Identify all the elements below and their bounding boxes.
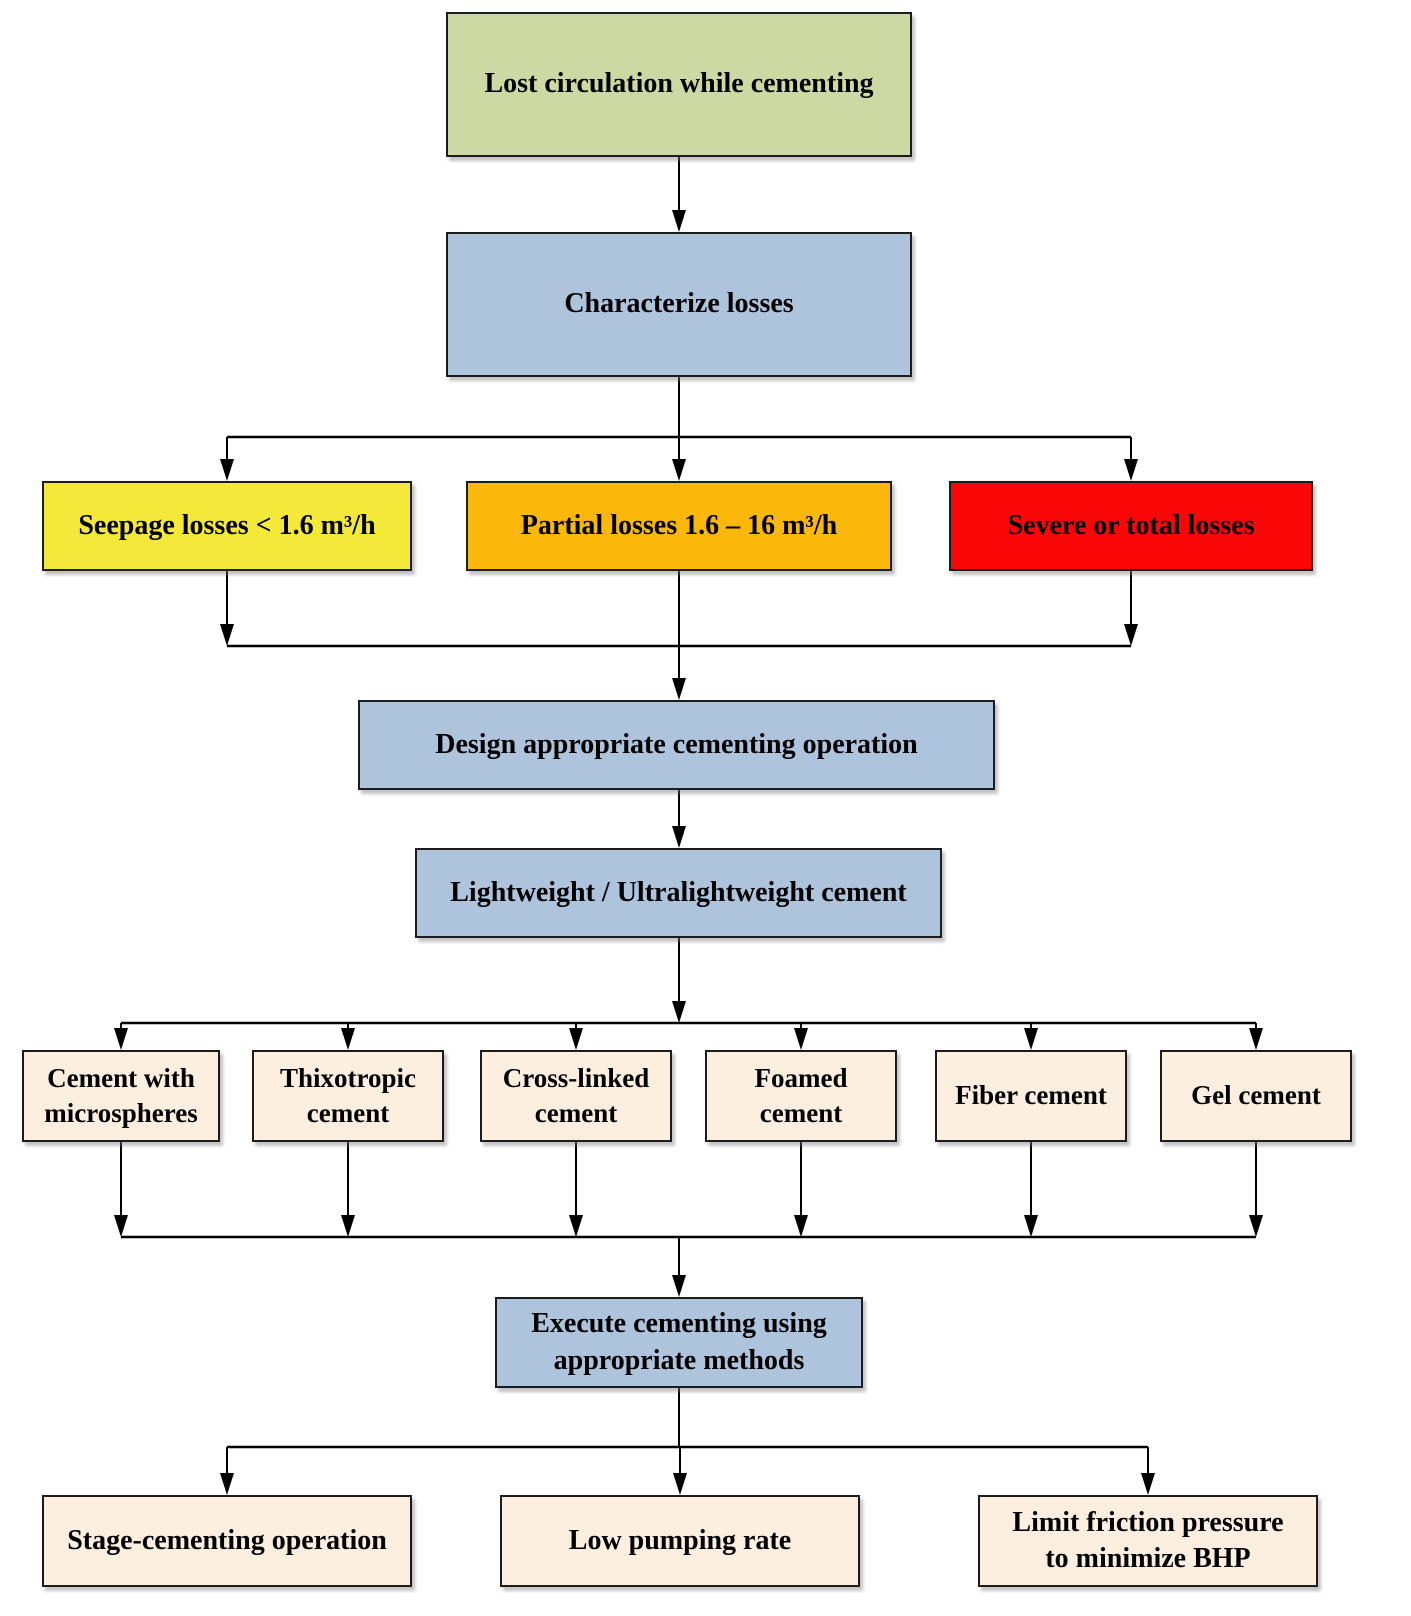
node-low-pumping-rate-label: Low pumping rate [568, 1524, 792, 1556]
node-stage-cementing-label: Stage-cementing operation [67, 1524, 387, 1556]
node-fiber-cement-label: Fiber cement [955, 1080, 1107, 1111]
node-design-operation: Design appropriate cementing operation [358, 700, 995, 790]
branch-characterize-to-loss-types [220, 377, 1138, 481]
node-design-operation-label: Design appropriate cementing operation [435, 728, 918, 760]
edge-start-characterize [672, 157, 686, 232]
node-foamed-cement: Foamed cement [705, 1050, 897, 1142]
node-stage-cementing: Stage-cementing operation [42, 1495, 412, 1587]
node-lost-circulation: Lost circulation while cementing [446, 12, 912, 157]
merge-cement-types-to-execute [114, 1142, 1263, 1297]
node-gel-cement-label: Gel cement [1191, 1080, 1321, 1111]
node-foamed-cement-label: Foamed cement [754, 1062, 848, 1128]
node-thixotropic-cement: Thixotropic cement [252, 1050, 444, 1142]
node-limit-friction-pressure-label: Limit friction pressure to minimize BHP [1012, 1506, 1284, 1574]
node-crosslinked-cement: Cross-linked cement [480, 1050, 672, 1142]
node-cement-with-microspheres-label: Cement with microspheres [44, 1062, 198, 1128]
node-low-pumping-rate: Low pumping rate [500, 1495, 860, 1587]
node-lost-circulation-label: Lost circulation while cementing [484, 68, 874, 100]
edge-design-lightweight [672, 790, 686, 848]
node-seepage-losses-label: Seepage losses < 1.6 m³/h [78, 509, 376, 541]
node-seepage-losses: Seepage losses < 1.6 m³/h [42, 481, 412, 571]
node-lightweight-cement: Lightweight / Ultralightweight cement [415, 848, 942, 938]
node-execute-cementing: Execute cementing using appropriate meth… [495, 1297, 863, 1388]
branch-execute-to-methods [220, 1388, 1155, 1495]
node-thixotropic-cement-label: Thixotropic cement [279, 1062, 416, 1128]
node-cement-with-microspheres: Cement with microspheres [22, 1050, 220, 1142]
node-partial-losses: Partial losses 1.6 – 16 m³/h [466, 481, 892, 571]
node-limit-friction-pressure: Limit friction pressure to minimize BHP [978, 1495, 1318, 1587]
node-fiber-cement: Fiber cement [935, 1050, 1127, 1142]
node-characterize-losses: Characterize losses [446, 232, 912, 377]
node-characterize-losses-label: Characterize losses [564, 288, 794, 320]
branch-lightweight-to-cement-types [114, 938, 1263, 1050]
node-execute-cementing-label: Execute cementing using appropriate meth… [531, 1308, 827, 1376]
node-partial-losses-label: Partial losses 1.6 – 16 m³/h [520, 509, 838, 541]
merge-loss-types-to-design [220, 571, 1138, 700]
node-severe-losses: Severe or total losses [949, 481, 1313, 571]
node-severe-losses-label: Severe or total losses [1007, 509, 1255, 541]
node-crosslinked-cement-label: Cross-linked cement [502, 1062, 650, 1128]
node-gel-cement: Gel cement [1160, 1050, 1352, 1142]
node-lightweight-cement-label: Lightweight / Ultralightweight cement [450, 876, 907, 908]
